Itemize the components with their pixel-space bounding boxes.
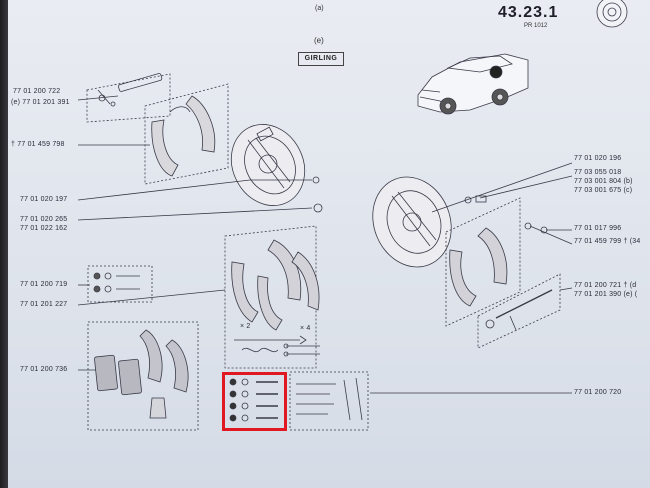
part-number-label: (e) 77 01 201 391 [11, 99, 70, 106]
part-number-label: 77 01 022 162 [20, 225, 68, 232]
spring-assortment [289, 371, 369, 431]
brand-mark: (e) [314, 36, 324, 45]
part-number-label: 77 03 001 675 (c) [574, 187, 633, 194]
part-number-label: 77 03 001 804 (b) [574, 178, 633, 185]
part-number-label: 77 01 200 720 [574, 389, 622, 396]
quantity-label: × 2 [240, 323, 251, 330]
part-number-label: 77 01 020 265 [20, 216, 68, 223]
adjuster-kit-right [477, 273, 561, 349]
part-number-label: 77 01 020 196 [574, 155, 622, 162]
washer [313, 203, 323, 213]
part-number-label: 77 01 017 996 [574, 225, 622, 232]
page-code: 43.23.1 [498, 4, 559, 21]
brake-shoe-set-right [445, 197, 521, 327]
highlight-frame [222, 372, 287, 431]
nut-right [475, 195, 487, 203]
part-number-label: 77 01 459 799 † (34 [574, 238, 641, 245]
wheel-cylinder-kit [86, 73, 171, 123]
car-illustration [417, 53, 529, 115]
spring-kit [229, 378, 278, 422]
bolt [312, 176, 320, 184]
part-number-label: 77 01 201 227 [20, 301, 68, 308]
bolt-right [464, 196, 472, 204]
part-number-label: † 77 01 459 798 [11, 141, 65, 148]
part-number-label: 77 01 200 721 † (d [574, 282, 637, 289]
part-number-label: 77 01 200 719 [20, 281, 68, 288]
binder-edge [0, 0, 8, 488]
panel-mark: (a) [315, 5, 324, 12]
brand-label: GIRLING [298, 52, 344, 66]
part-number-label: 77 01 020 197 [20, 196, 68, 203]
backplate-right [372, 176, 452, 268]
small-parts-kit [87, 265, 153, 303]
page-subcode: PR 1012 [524, 23, 548, 29]
brake-lining-set [87, 321, 199, 431]
brake-shoe-set-upper [144, 83, 229, 185]
wheel-icon [596, 0, 628, 28]
brake-shoe-set-middle [224, 225, 320, 369]
backplate-upper [230, 124, 306, 206]
part-number-label: 77 01 200 736 [20, 366, 68, 373]
part-number-label: 77 03 055 018 [574, 169, 622, 176]
quantity-label: × 4 [300, 325, 311, 332]
part-number-label: 77 01 200 722 [13, 88, 61, 95]
wheel-position-marker [489, 65, 503, 79]
part-number-label: 77 01 201 390 (e) ( [574, 291, 638, 298]
